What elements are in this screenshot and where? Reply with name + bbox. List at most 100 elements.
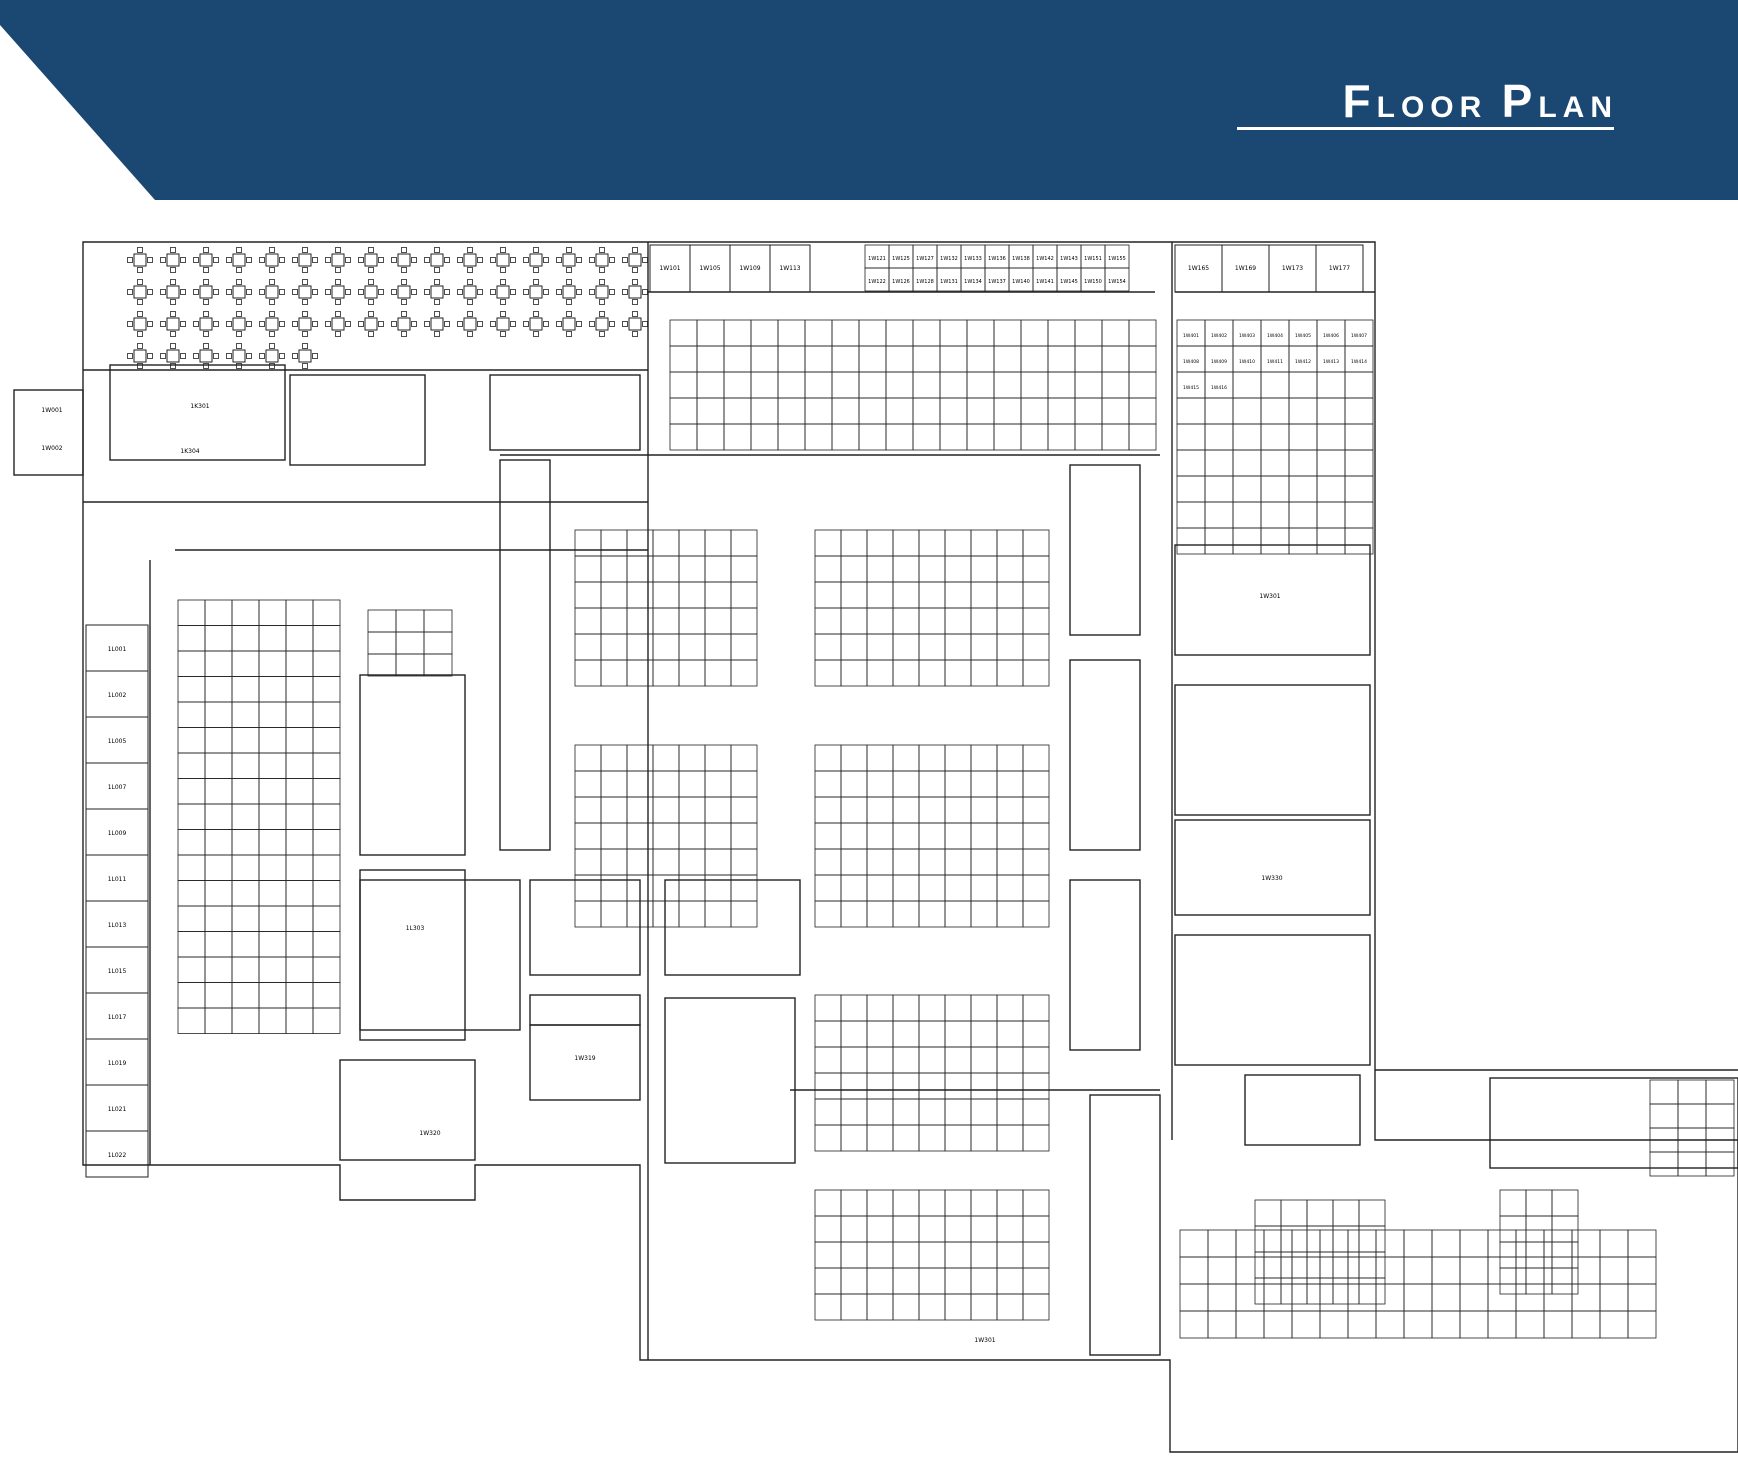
cubicle [1022, 607, 1050, 635]
cubicle [1347, 1229, 1377, 1258]
cubicle [892, 1072, 920, 1100]
chair-icon [193, 257, 199, 263]
cubicle [996, 1072, 1024, 1100]
cubicle [669, 371, 698, 399]
cubicle [678, 770, 706, 798]
cubicle [858, 397, 887, 425]
cubicle [1260, 423, 1290, 451]
cubicle [885, 397, 914, 425]
lobby-room [359, 879, 521, 1031]
chair-icon [279, 321, 285, 327]
cubicle [312, 803, 341, 830]
cubicle [939, 319, 968, 347]
cubicle [258, 829, 287, 856]
cubicle [892, 770, 920, 798]
cubicle [996, 796, 1024, 824]
cubicle [996, 1241, 1024, 1269]
cubicle [944, 659, 972, 687]
cubicle [1375, 1310, 1405, 1339]
chair-icon [533, 279, 539, 285]
chair-icon [358, 321, 364, 327]
cubicle [1459, 1283, 1489, 1312]
cubicle [1358, 1199, 1386, 1227]
cubicle [918, 1124, 946, 1152]
cubicle [1487, 1310, 1517, 1339]
chair-icon [269, 267, 275, 273]
chair-icon [345, 321, 351, 327]
table-icon [232, 253, 246, 267]
cubicle [1254, 1199, 1282, 1227]
cubicle [1319, 1229, 1349, 1258]
cubicle [1375, 1256, 1405, 1285]
cubicle [892, 1098, 920, 1126]
cubicle [912, 371, 941, 399]
chair-icon [345, 289, 351, 295]
chair-icon [434, 267, 440, 273]
cubicle [814, 796, 842, 824]
cubicle [892, 796, 920, 824]
cubicle [730, 822, 758, 850]
cubicle [1499, 1241, 1527, 1269]
cube-block [1244, 1074, 1361, 1146]
cubicle [177, 1007, 206, 1034]
cubicle [678, 633, 706, 661]
cubicle [367, 653, 397, 677]
chair-icon [457, 321, 463, 327]
room-label: 1W407 [1351, 333, 1367, 339]
cubicle [1022, 822, 1050, 850]
page-title-underline [1237, 127, 1614, 130]
cubicle [312, 880, 341, 907]
room-label: 1W415 [1183, 385, 1199, 391]
cubicle [944, 1215, 972, 1243]
cubicle [1204, 423, 1234, 451]
cubicle [177, 803, 206, 830]
cubicle [866, 659, 894, 687]
cubicle [1551, 1189, 1579, 1217]
cubicle [1403, 1283, 1433, 1312]
chair-icon [335, 311, 341, 317]
table-icon [529, 285, 543, 299]
cubicle [1280, 1199, 1308, 1227]
cubicle [918, 770, 946, 798]
chair-icon [193, 353, 199, 359]
chair-icon [236, 331, 242, 337]
table-icon [265, 253, 279, 267]
cubicle [204, 803, 233, 830]
chair-icon [642, 289, 648, 295]
cubicle [814, 1072, 842, 1100]
chair-icon [622, 289, 628, 295]
cubicle [918, 581, 946, 609]
cubicle [944, 1124, 972, 1152]
chair-icon [170, 343, 176, 349]
cubicle [730, 633, 758, 661]
cubicle [177, 931, 206, 958]
room-label: 1W143 [1060, 256, 1078, 262]
cubicle [600, 607, 628, 635]
cubicle [1316, 449, 1346, 477]
cubicle [1022, 874, 1050, 902]
room-label: 1L013 [108, 922, 127, 929]
table-icon [628, 253, 642, 267]
cubicle [231, 676, 260, 703]
room-label: 1W410 [1239, 359, 1255, 365]
chair-icon [302, 343, 308, 349]
cubicle [814, 633, 842, 661]
cubicle [1291, 1283, 1321, 1312]
cubicle [1204, 371, 1234, 399]
cubicle [1207, 1283, 1237, 1312]
cubicle [1260, 449, 1290, 477]
cubicle [1204, 527, 1234, 555]
cubicle [777, 371, 806, 399]
chair-icon [457, 257, 463, 263]
room-label: 1W113 [779, 265, 800, 272]
table-icon [562, 285, 576, 299]
cubicle [312, 829, 341, 856]
cubicle [600, 555, 628, 583]
chair-icon [444, 321, 450, 327]
chair-icon [566, 299, 572, 305]
cubicle [944, 1098, 972, 1126]
chair-icon [477, 321, 483, 327]
chair-icon [467, 247, 473, 253]
table-icon [133, 349, 147, 363]
